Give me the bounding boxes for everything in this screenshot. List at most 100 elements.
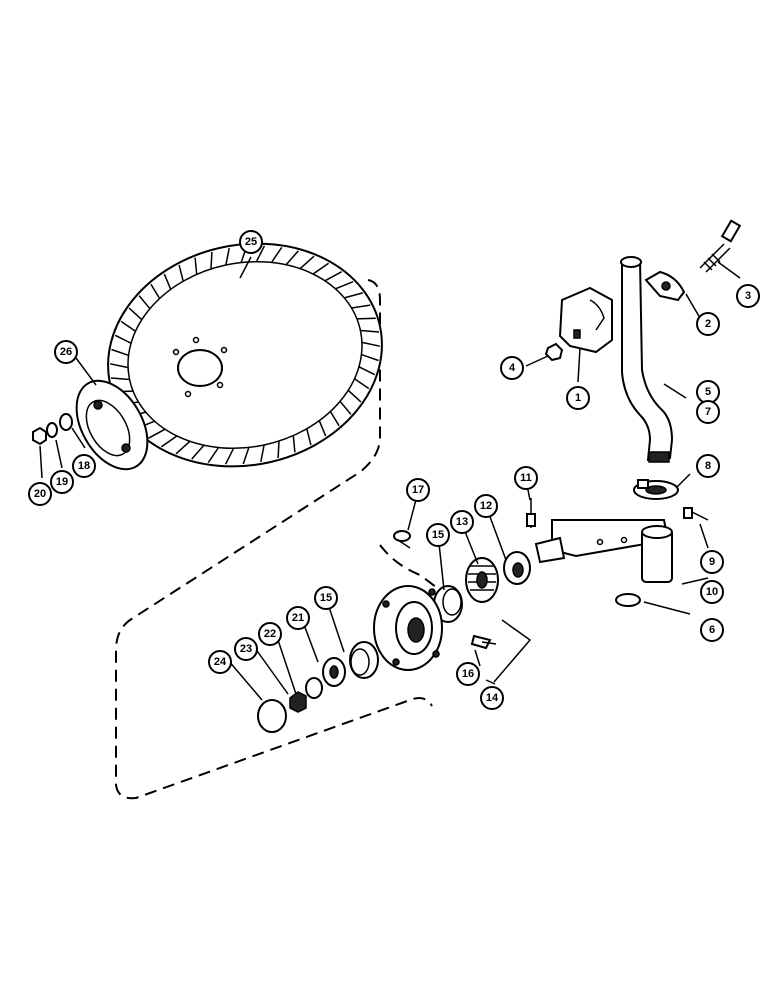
- callout-circle: [514, 466, 538, 490]
- leader-lines: [39, 256, 741, 701]
- callout-circle: [208, 650, 232, 674]
- disc-tooth: [312, 262, 330, 275]
- callout-c5: 5: [696, 380, 720, 404]
- disc-tooth: [175, 440, 191, 455]
- callout-label: 24: [214, 656, 227, 668]
- hub-14: [373, 585, 443, 671]
- callouts: 1234567891011121314151516171819202122232…: [28, 230, 760, 710]
- disc-teeth: [109, 245, 381, 465]
- disc-tooth: [194, 257, 198, 275]
- callout-label: 18: [78, 460, 90, 472]
- callout-c7: 7: [696, 400, 720, 424]
- bolt-long: [699, 219, 742, 273]
- callout-c26: 26: [54, 340, 78, 364]
- callout-label: 22: [264, 628, 276, 640]
- disc-tooth: [191, 444, 205, 460]
- disc-tooth: [255, 245, 266, 263]
- callout-label: 15: [320, 592, 332, 604]
- disc-tooth: [128, 307, 143, 321]
- disc-tooth: [109, 363, 129, 369]
- callout-label: 26: [60, 346, 72, 358]
- callout-circle: [696, 400, 720, 424]
- disc-tooth: [178, 264, 184, 282]
- callout-label: 17: [412, 484, 424, 496]
- disc-tooth: [150, 283, 161, 299]
- disc-tooth: [318, 420, 327, 437]
- callout-label: 9: [709, 556, 715, 568]
- callout-c1: 1: [566, 386, 590, 410]
- bolt-17: [393, 530, 411, 549]
- coulter-shank: [620, 256, 674, 463]
- callout-circle: [566, 386, 590, 410]
- callout-circle: [500, 356, 524, 380]
- disc-tooth: [344, 292, 363, 299]
- disc-tooth: [306, 428, 312, 446]
- callout-circle: [696, 312, 720, 336]
- disc-tooth: [163, 273, 172, 290]
- disc-tooth: [114, 334, 132, 344]
- callout-label: 1: [575, 392, 581, 404]
- callout-c25: 25: [239, 230, 263, 254]
- disc-tooth: [111, 348, 129, 357]
- castle-nut-23: [289, 691, 307, 713]
- disc-tooth: [120, 320, 136, 332]
- disc-tooth: [347, 389, 362, 403]
- washer-nut-stack: [32, 413, 73, 446]
- callout-circle: [700, 550, 724, 574]
- callout-label: 16: [462, 668, 474, 680]
- callout-circle: [696, 454, 720, 478]
- snap-ring: [615, 593, 641, 607]
- assembly-outline: [115, 279, 433, 800]
- callout-c11: 11: [514, 466, 538, 490]
- coulter-disc: [107, 242, 383, 468]
- disc-tooth: [160, 435, 178, 448]
- callout-circle: [314, 586, 338, 610]
- disc-tooth: [335, 281, 354, 290]
- collar: [633, 479, 679, 500]
- callout-c18: 18: [72, 454, 96, 478]
- disc-tooth: [361, 353, 379, 362]
- callout-label: 20: [34, 488, 46, 500]
- callout-label: 19: [56, 476, 68, 488]
- callout-circle: [286, 606, 310, 630]
- callout-circle: [54, 340, 78, 364]
- disc-tooth: [225, 247, 230, 266]
- callout-label: 7: [705, 406, 711, 418]
- callout-c24: 24: [208, 650, 232, 674]
- cap-screw-9: [683, 507, 709, 521]
- callout-circle: [28, 482, 52, 506]
- callout-label: 10: [706, 586, 718, 598]
- disc-tooth: [210, 251, 213, 270]
- disc-tooth: [285, 250, 299, 266]
- disc-tooth: [361, 341, 381, 347]
- callout-circle: [474, 494, 498, 518]
- disc-tooth: [270, 246, 283, 263]
- disc-tooth: [354, 378, 370, 390]
- callout-circle: [72, 454, 96, 478]
- callout-c23: 23: [234, 637, 258, 661]
- bearing-cone-13: [465, 557, 499, 603]
- bearing-cup-lower: [349, 641, 379, 679]
- disc-tooth: [292, 435, 296, 453]
- callout-c21: 21: [286, 606, 310, 630]
- bearing-cone-21: [322, 657, 346, 687]
- clamp-bracket: [644, 270, 686, 302]
- callout-label: 15: [432, 529, 444, 541]
- callout-label: 14: [486, 692, 499, 704]
- callout-circle: [480, 686, 504, 710]
- disc-tooth: [360, 329, 380, 333]
- dust-cap: [257, 699, 287, 733]
- callout-circle: [736, 284, 760, 308]
- callout-c10: 10: [700, 580, 724, 604]
- hub-plate: [75, 379, 149, 471]
- disc-tooth: [324, 271, 343, 282]
- callout-circle: [426, 523, 450, 547]
- callout-c16: 16: [456, 662, 480, 686]
- callout-c4: 4: [500, 356, 524, 380]
- callout-circle: [50, 470, 74, 494]
- callout-label: 2: [705, 318, 711, 330]
- grease-zerk-11: [526, 498, 536, 528]
- callout-label: 13: [456, 516, 468, 528]
- seal-12: [503, 551, 531, 585]
- callout-c13: 13: [450, 510, 474, 534]
